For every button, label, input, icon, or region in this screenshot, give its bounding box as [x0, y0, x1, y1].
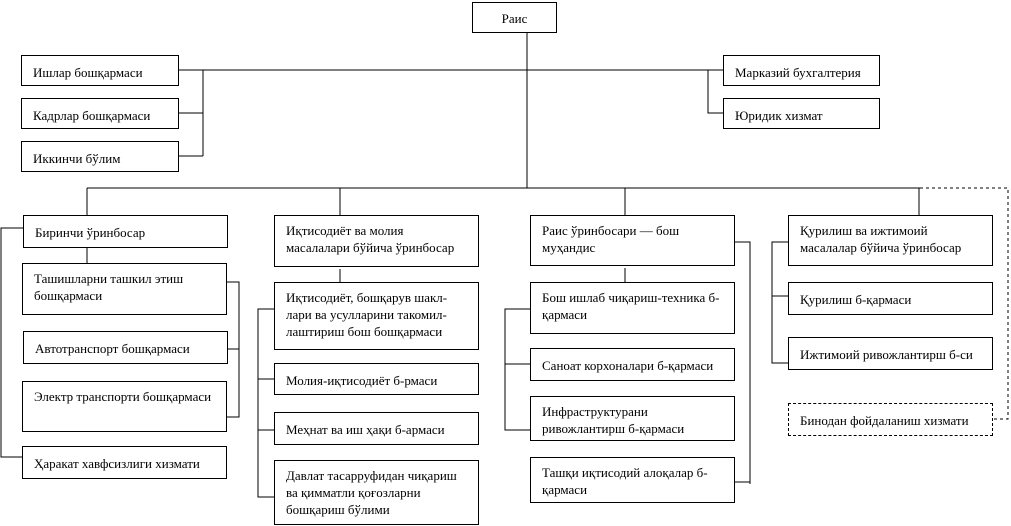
col2-unit: Молия-иқтисодиёт б-рмаси	[274, 363, 479, 395]
col1-unit: Ташишларни ташкил этиш бошқармаси	[22, 263, 227, 315]
col2-unit: Иқтисодиёт, бошқарув шакл- лари ва усулл…	[274, 282, 479, 350]
unit-second-dept: Иккинчи бўлим	[21, 141, 179, 172]
unit-affairs: Ишлар бошқармаси	[21, 55, 179, 86]
col4-unit: Ижтимоий ривожлантирш б-си	[788, 337, 993, 370]
col3-unit: Инфраструктурани ривожлантирш б-қармаси	[530, 396, 735, 441]
chair-box: Раис	[472, 2, 557, 33]
col1-unit: Ҳаракат хавфсизлиги хизмати	[22, 446, 227, 479]
first-deputy-box: Биринчи ўринбосар	[23, 215, 228, 248]
building-operation-service-box: Бинодан фойдаланиш хизмати	[788, 403, 993, 436]
col2-unit: Давлат тасарруфидан чиқариш ва қимматли …	[274, 460, 479, 525]
economy-deputy-box: Иқтисодиёт ва молия масалалари бўйича ўр…	[274, 215, 479, 267]
col3-unit: Бош ишлаб чиқариш-техника б- қармаси	[530, 282, 735, 334]
col2-unit: Меҳнат ва иш ҳақи б-армаси	[274, 412, 479, 445]
col1-unit: Автотранспорт бошқармаси	[23, 331, 228, 364]
chief-engineer-box: Раис ўринбосари — бош муҳандис	[530, 215, 735, 266]
col3-unit: Ташқи иқтисодий алоқалар б- қармаси	[530, 457, 735, 503]
unit-legal-service: Юридик хизмат	[723, 98, 880, 129]
col4-unit: Қурилиш б-қармаси	[788, 282, 993, 315]
unit-central-accounting: Марказий бухгалтерия	[723, 55, 880, 86]
construction-deputy-box: Қурилиш ва ижтимоий масалалар бўйича ўри…	[788, 215, 993, 266]
col1-unit: Электр транспорти бошқармаси	[22, 381, 227, 432]
unit-personnel: Кадрлар бошқармаси	[21, 98, 179, 129]
col3-unit: Саноат корхоналари б-қармаси	[530, 348, 735, 381]
